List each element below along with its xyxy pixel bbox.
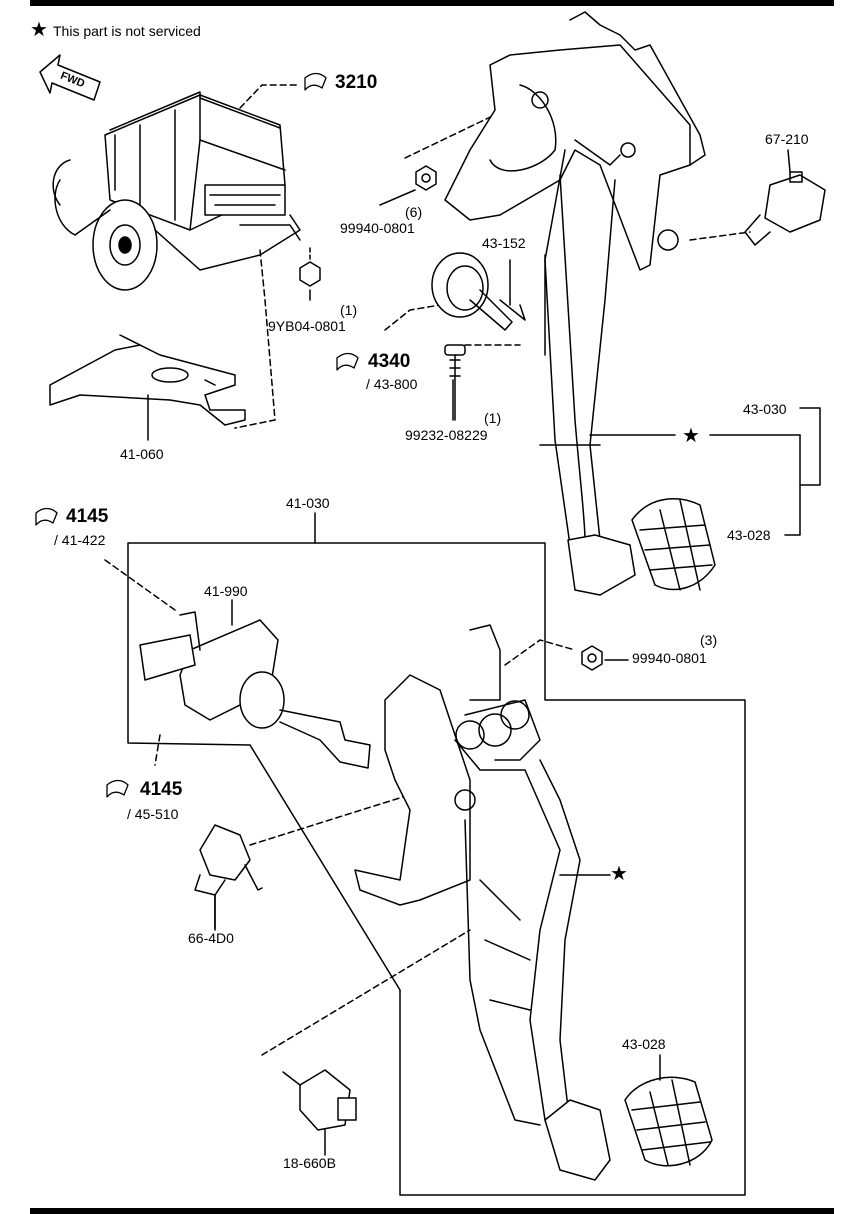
brake-pedal-drawing	[444, 11, 706, 596]
label-45-510: / 45-510	[127, 806, 179, 822]
pedal-pad-top-drawing	[631, 498, 716, 591]
label-41-990: 41-990	[204, 583, 248, 599]
label-ref-4340: 4340	[368, 351, 411, 372]
label-41-030: 41-030	[286, 495, 330, 511]
ref-doc-icons	[35, 72, 359, 798]
star-upper-icon: ★	[682, 425, 700, 447]
label-66-4d0: 66-4D0	[188, 930, 234, 946]
label-99940-0801-mid: 99940-0801	[632, 650, 707, 666]
switch-664d0-drawing	[194, 824, 263, 931]
nut-99940-mid-drawing	[581, 645, 603, 671]
label-ref-4145-a: 4145	[66, 506, 109, 527]
clutch-pedal-drawing	[354, 624, 611, 1181]
label-9yb04-0801: 9YB04-0801	[268, 318, 346, 334]
top-rule	[30, 0, 834, 6]
label-leaders	[147, 149, 821, 1156]
label-99232-08229: 99232-08229	[405, 427, 488, 443]
label-ref-3210: 3210	[335, 72, 378, 93]
label-43-030: 43-030	[743, 401, 787, 417]
legend-note: This part is not serviced	[53, 23, 201, 39]
bracket-41060-drawing	[49, 334, 246, 426]
label-9yb04-qty: (1)	[340, 302, 358, 318]
switch-18660b-drawing	[282, 1069, 357, 1151]
pedal-pad-bottom-drawing	[624, 1076, 713, 1167]
star-lower-icon: ★	[610, 863, 628, 885]
label-43-152: 43-152	[482, 235, 526, 251]
legend-star-icon: ★	[30, 19, 48, 41]
booster-assembly-drawing	[52, 91, 301, 291]
bolt-99232-drawing	[444, 344, 466, 421]
master-cylinder-41990-drawing	[139, 611, 371, 769]
label-ref-4145-b: 4145	[140, 779, 183, 800]
label-41-422: / 41-422	[54, 532, 106, 548]
group-41030-outline	[127, 444, 746, 1196]
label-18-660b: 18-660B	[283, 1155, 336, 1171]
nut-99940-top-drawing	[415, 165, 437, 191]
label-99940-0801-top-qty: (6)	[405, 204, 423, 220]
label-67-210: 67-210	[765, 131, 809, 147]
label-99232-qty: (1)	[484, 410, 502, 426]
fwd-arrow-icon	[39, 54, 101, 101]
bushing-43152-drawing	[431, 252, 526, 331]
label-41-060: 41-060	[120, 446, 164, 462]
label-43-028-bottom: 43-028	[622, 1036, 666, 1052]
label-99940-0801-mid-qty: (3)	[700, 632, 718, 648]
label-43-800: / 43-800	[366, 376, 418, 392]
label-99940-0801-top: 99940-0801	[340, 220, 415, 236]
switch-67210-drawing	[744, 171, 826, 246]
bottom-rule	[30, 1208, 834, 1214]
leader-lines	[104, 84, 751, 1056]
nut-9yb04-drawing	[299, 247, 321, 287]
label-43-028-top: 43-028	[727, 527, 771, 543]
